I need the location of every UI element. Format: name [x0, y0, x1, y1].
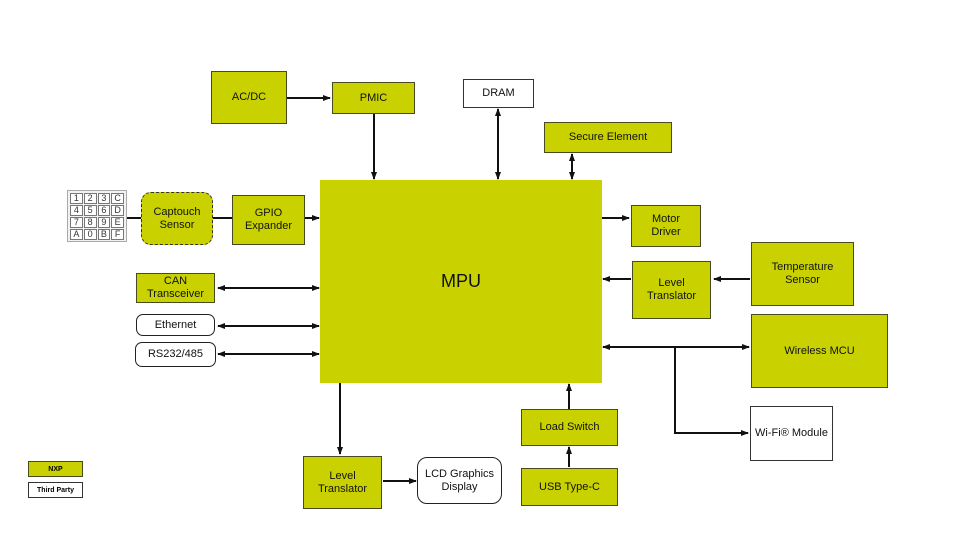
keypad-key: 1: [70, 193, 83, 204]
keypad-key: 8: [83, 217, 97, 228]
wire-mpu-wifi: [674, 347, 749, 436]
wifi-module-block: Wi-Fi® Module: [750, 406, 833, 461]
keypad-key: 0: [83, 229, 97, 240]
mpu-block: MPU: [320, 180, 602, 383]
keypad-key: A: [70, 229, 83, 240]
rs232-block: RS232/485: [135, 342, 216, 367]
captouch-sensor-block: Captouch Sensor: [141, 192, 213, 245]
gpio-expander-block: GPIO Expander: [232, 195, 305, 245]
keypad-key: 6: [97, 205, 111, 216]
wireless-mcu-block: Wireless MCU: [751, 314, 888, 388]
pmic-block: PMIC: [332, 82, 415, 114]
motor-driver-block: Motor Driver: [631, 205, 701, 247]
level-translator-right-block: Level Translator: [632, 261, 711, 319]
keypad-key: 2: [83, 193, 97, 204]
acdc-block: AC/DC: [211, 71, 287, 124]
can-transceiver-block: CAN Transceiver: [136, 273, 215, 303]
keypad-key: B: [97, 229, 111, 240]
keypad-key: D: [111, 205, 124, 216]
keypad-key: E: [111, 217, 124, 228]
legend-nxp: NXP: [28, 461, 83, 477]
keypad-key: 3: [97, 193, 111, 204]
keypad-key: 4: [70, 205, 83, 216]
level-translator-bottom-block: Level Translator: [303, 456, 382, 509]
lcd-display-block: LCD Graphics Display: [417, 457, 502, 504]
temperature-sensor-block: Temperature Sensor: [751, 242, 854, 306]
keypad-key: 7: [70, 217, 83, 228]
keypad-icon: 1 2 3 C 4 5 6 D 7 8 9 E A 0 B F: [67, 190, 127, 242]
keypad-key: F: [111, 229, 124, 240]
load-switch-block: Load Switch: [521, 409, 618, 446]
dram-block: DRAM: [463, 79, 534, 108]
ethernet-block: Ethernet: [136, 314, 215, 336]
usb-typec-block: USB Type-C: [521, 468, 618, 506]
secure-element-block: Secure Element: [544, 122, 672, 153]
legend-third-party: Third Party: [28, 482, 83, 498]
keypad-key: C: [111, 193, 124, 204]
keypad-key: 5: [83, 205, 97, 216]
keypad-key: 9: [97, 217, 111, 228]
